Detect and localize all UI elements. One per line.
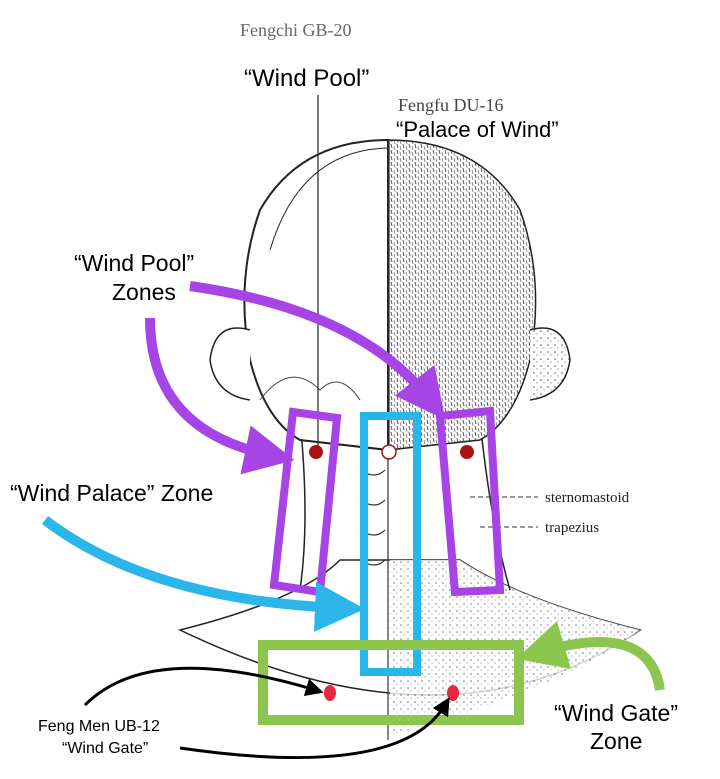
- head-drawing: [209, 138, 571, 452]
- fengmen-name: Feng Men UB-12: [38, 718, 160, 735]
- fengmen-arrow-right: [179, 697, 450, 760]
- fengchi-name: Fengchi GB-20: [240, 20, 352, 40]
- fengchi-translation: “Wind Pool”: [244, 65, 369, 92]
- wind-pool-arrow-left: [145, 317, 295, 475]
- wind-gate-zone: [258, 640, 524, 725]
- wind-palace-arrow: [41, 516, 365, 632]
- trapezius-label: trapezius: [545, 520, 599, 536]
- wind-gate-zone-label-2: Zone: [590, 728, 642, 754]
- wind-pool-zone-right: [435, 406, 505, 597]
- wind-pool-zones-label: “Wind Pool”: [74, 250, 194, 276]
- fengmen-translation: “Wind Gate”: [62, 740, 148, 757]
- wind-palace-zone: [360, 412, 421, 676]
- sternomastoid-label: sternomastoid: [545, 490, 630, 506]
- left-ear: [209, 327, 251, 401]
- wind-pool-zones-label-2: Zones: [112, 279, 176, 305]
- wind-gate-zone-arrow: [515, 621, 665, 691]
- wind-pool-arrow-right: [189, 281, 446, 420]
- wind-palace-zone-label: “Wind Palace” Zone: [10, 480, 213, 506]
- fengchi-point-left: [309, 445, 323, 459]
- fengfu-translation: “Palace of Wind”: [396, 117, 559, 142]
- wind-gate-zone-label: “Wind Gate”: [554, 700, 678, 726]
- fengchi-point-right: [460, 445, 474, 459]
- right-ear: [529, 327, 571, 401]
- neck-and-shoulders-drawing: [177, 419, 642, 740]
- fengmen-point-right: [447, 685, 459, 701]
- fengmen-arrow-left: [83, 666, 324, 707]
- fengfu-name: Fengfu DU-16: [398, 95, 504, 115]
- fengfu-point: [381, 444, 397, 460]
- fengmen-point-left: [324, 685, 336, 701]
